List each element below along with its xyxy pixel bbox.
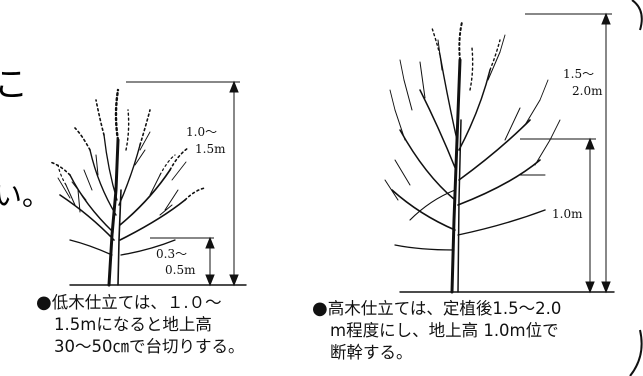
right-caption-line-2: m程度にし、地上高 1.0m位で: [330, 321, 559, 340]
left-caption-line-2: 1.5mになると地上高: [54, 315, 212, 334]
left-caption-line-1: 低木仕立ては、１.０〜: [51, 293, 222, 312]
page-edge-curve: [629, 0, 643, 376]
left-lower-label-2: 0.5m: [165, 263, 196, 277]
edge-text-top: こ: [0, 65, 28, 105]
right-caption-line-1: 高木仕立ては、定植後1.5〜2.0: [327, 299, 562, 318]
right-dimensions: [520, 12, 612, 294]
right-lower-label: 1.0m: [552, 207, 583, 221]
right-upper-label-1: 1.5〜: [563, 67, 594, 81]
right-upper-label-2: 2.0m: [572, 84, 603, 98]
right-caption: ●高木仕立ては、定植後1.5〜2.0 m程度にし、地上高 1.0m位で 断幹する…: [312, 298, 561, 364]
left-tree: [49, 88, 247, 287]
left-upper-label-2: 1.5m: [195, 142, 226, 156]
left-upper-label-1: 1.0〜: [186, 125, 217, 139]
right-caption-line-3: 断幹する。: [330, 343, 413, 362]
left-caption-line-3: 30〜50㎝で台切りする。: [54, 337, 245, 356]
left-caption: ●低木仕立ては、１.０〜 1.5mになると地上高 30〜50㎝で台切りする。: [36, 292, 245, 358]
right-trunk: [450, 58, 462, 294]
edge-text-bottom: い。: [0, 179, 50, 212]
left-lower-label-1: 0.3〜: [156, 247, 187, 261]
left-caption-bullet: ●: [36, 292, 52, 313]
left-trunk: [107, 138, 120, 287]
right-caption-bullet: ●: [312, 298, 328, 319]
right-tree: [384, 21, 615, 294]
left-dimensions: [126, 80, 240, 287]
